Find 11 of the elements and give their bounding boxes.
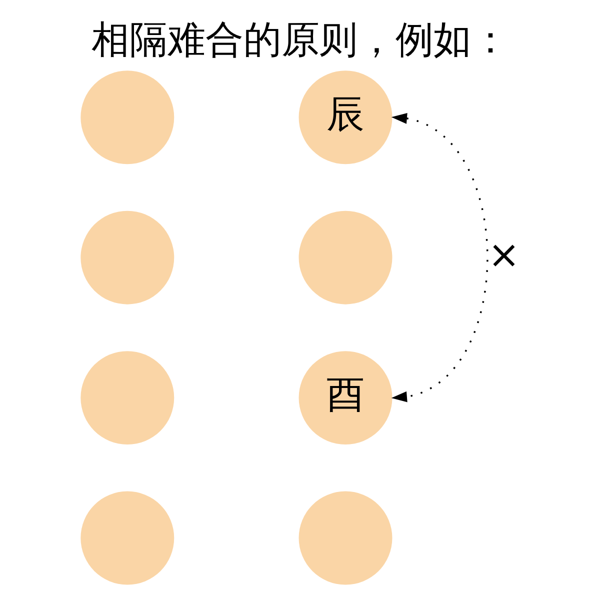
- arrow: [390, 112, 488, 402]
- diagram-title: 相隔难合的原则，例如：: [91, 18, 509, 62]
- node-circle: [80, 351, 174, 445]
- node-circle: 酉: [298, 351, 392, 445]
- node-circle: [80, 70, 174, 164]
- edge-label: ×: [487, 232, 520, 276]
- node-circle: 辰: [298, 70, 392, 164]
- node-circle: [80, 210, 174, 304]
- node-circle: [298, 210, 392, 304]
- node-circle: [80, 491, 174, 585]
- node-circle: [298, 491, 392, 585]
